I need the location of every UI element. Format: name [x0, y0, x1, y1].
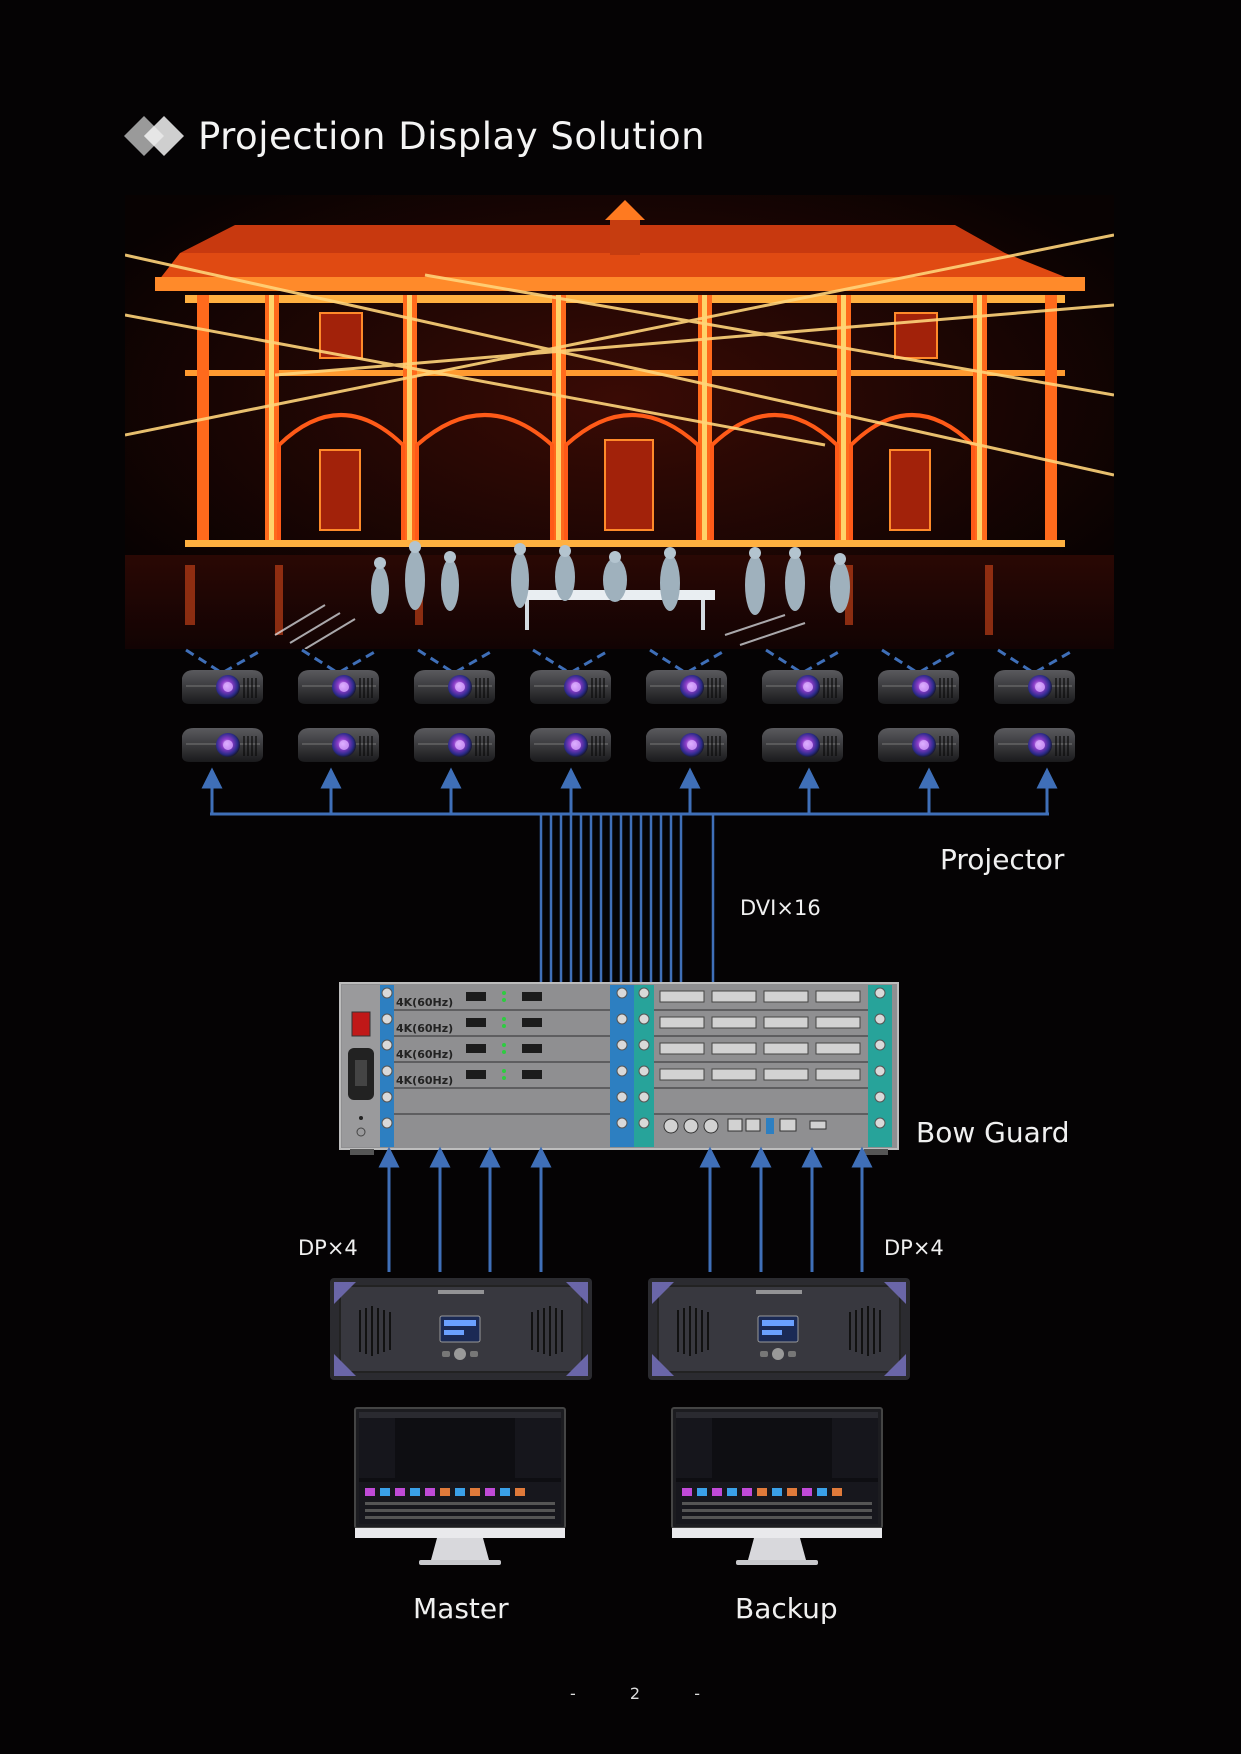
projector-icon: [645, 669, 728, 705]
input-card-label: 4K(60Hz): [396, 996, 454, 1009]
backup-monitor: [671, 1407, 883, 1566]
projector-label: Projector: [940, 843, 1065, 876]
dp-right-label: DP×4: [884, 1236, 944, 1260]
projector-icon: [993, 727, 1076, 763]
projector-row-bottom: [181, 727, 1076, 763]
page-dash-right: -: [694, 1684, 700, 1703]
projector-bus: [201, 767, 1058, 816]
projector-icon: [529, 727, 612, 763]
dp-left-label: DP×4: [298, 1236, 358, 1260]
projector-icon: [181, 669, 264, 705]
input-card-label: 4K(60Hz): [396, 1074, 454, 1087]
master-media-server: [329, 1277, 593, 1381]
projector-row-top: [181, 669, 1076, 705]
master-label: Master: [413, 1592, 509, 1625]
diamond-logo-icon: [124, 116, 184, 156]
page-number-value: 2: [629, 1684, 641, 1703]
dvi-cables: [539, 814, 715, 983]
projector-icon: [761, 727, 844, 763]
projector-icon: [993, 669, 1076, 705]
projector-icon: [297, 669, 380, 705]
master-monitor: [354, 1407, 566, 1566]
projector-icon: [877, 669, 960, 705]
projector-icon: [181, 727, 264, 763]
projector-icon: [413, 727, 496, 763]
page-number: - 2 -: [570, 1684, 700, 1703]
backup-label: Backup: [735, 1592, 838, 1625]
projector-icon: [877, 727, 960, 763]
dp-input-arrows: [378, 1146, 873, 1272]
projector-icon: [761, 669, 844, 705]
projector-icon: [645, 727, 728, 763]
page-title: Projection Display Solution: [198, 114, 706, 158]
title-row: Projection Display Solution: [124, 108, 705, 164]
projector-icon: [529, 669, 612, 705]
dvi-count-label: DVI×16: [740, 896, 821, 920]
bow-guard-label: Bow Guard: [916, 1116, 1070, 1149]
bow-guard-chassis: [339, 982, 899, 1155]
input-card-label: 4K(60Hz): [396, 1022, 454, 1035]
backup-media-server: [647, 1277, 911, 1381]
projector-icon: [297, 727, 380, 763]
stage-projection-photo: [125, 195, 1114, 649]
projection-beams: [185, 648, 1075, 675]
input-card-labels: 4K(60Hz) 4K(60Hz) 4K(60Hz) 4K(60Hz): [396, 990, 453, 1094]
page-dash-left: -: [570, 1684, 576, 1703]
input-card-label: 4K(60Hz): [396, 1048, 454, 1061]
projector-icon: [413, 669, 496, 705]
